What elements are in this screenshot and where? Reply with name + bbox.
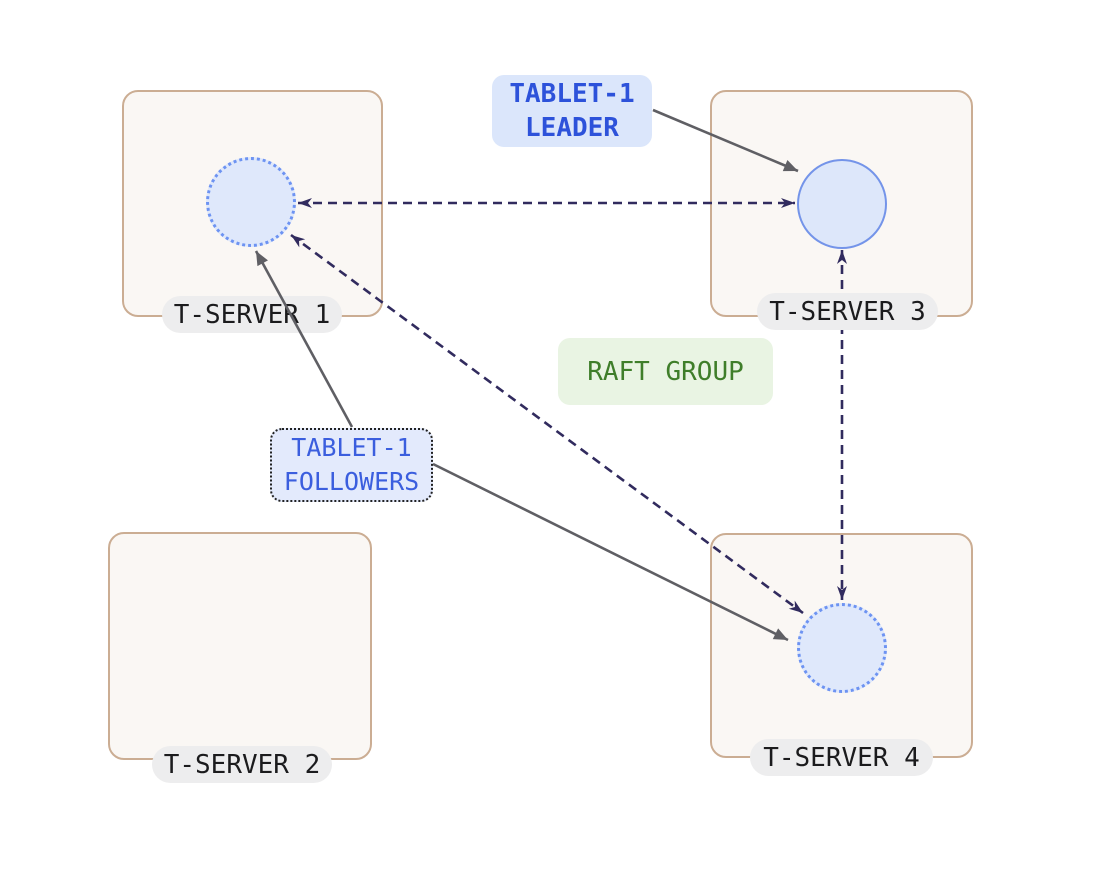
- tablet1-followers-label-line2: FOLLOWERS: [283, 467, 420, 496]
- server-box-2: [108, 532, 372, 760]
- tablet-follower-circle-server1: [206, 157, 296, 247]
- tablet1-leader-label: TABLET-1 LEADER: [492, 75, 652, 147]
- server-label-1: T-SERVER 1: [162, 296, 342, 333]
- tablet1-leader-label-line1: TABLET-1: [509, 79, 635, 109]
- raft-group-label: RAFT GROUP: [558, 338, 773, 405]
- tablet1-followers-label: TABLET-1 FOLLOWERS: [270, 428, 433, 502]
- tablet-leader-circle-server3: [797, 159, 887, 249]
- server-label-2: T-SERVER 2: [152, 746, 332, 783]
- server-label-4: T-SERVER 4: [750, 739, 933, 776]
- tablet1-followers-label-line1: TABLET-1: [291, 433, 412, 462]
- tablet1-leader-label-line2: LEADER: [525, 113, 619, 143]
- raft-group-label-text: RAFT GROUP: [587, 356, 744, 387]
- server-label-3: T-SERVER 3: [757, 293, 938, 330]
- tablet-follower-circle-server4: [797, 603, 887, 693]
